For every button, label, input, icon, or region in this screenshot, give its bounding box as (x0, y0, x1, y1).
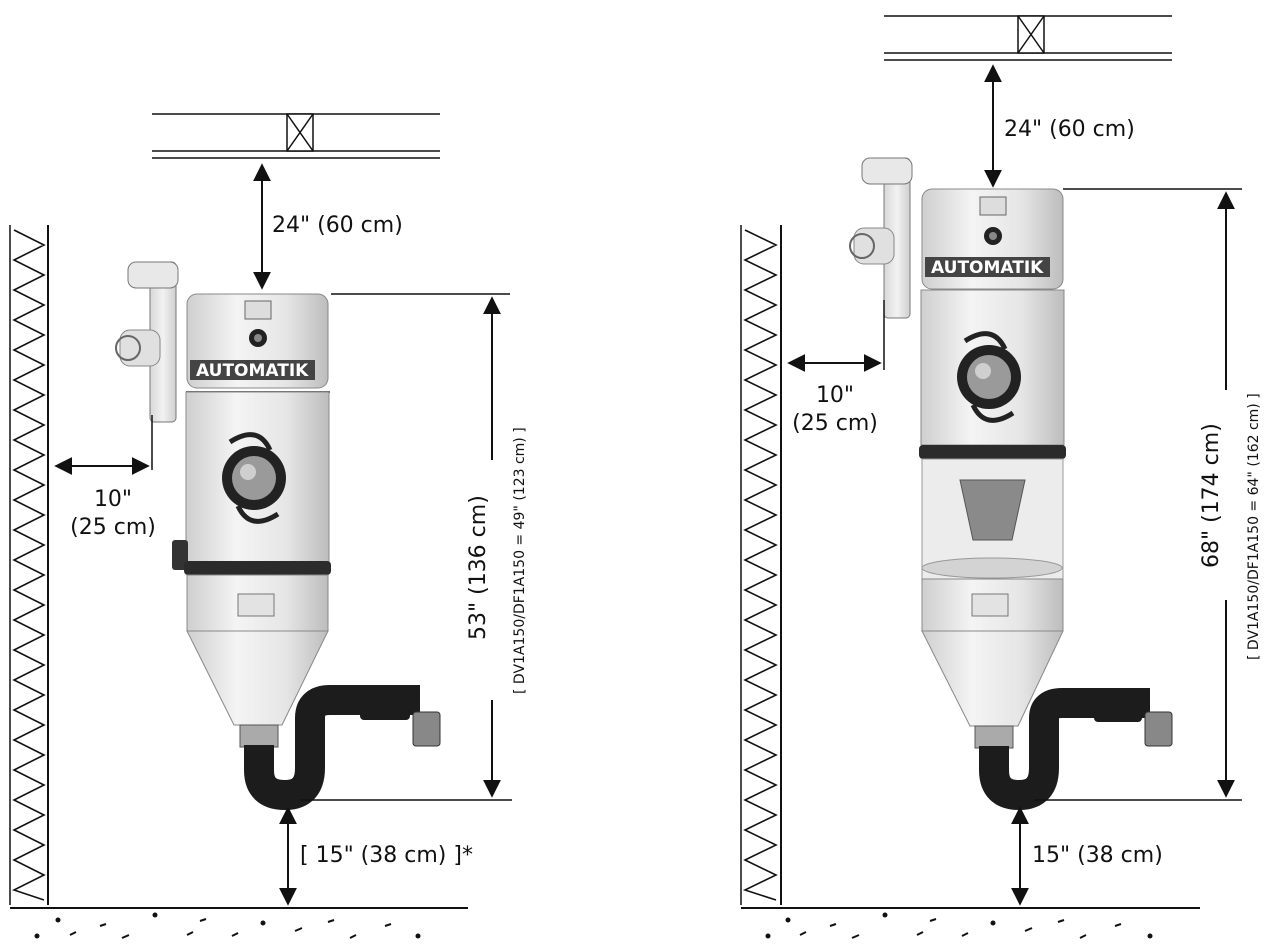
left-floor-clearance-label: [ 15" (38 cm) ]* (300, 843, 473, 868)
left-height-label: 53" (136 cm) (466, 495, 491, 640)
right-floor-clearance-label: 15" (38 cm) (1032, 843, 1163, 868)
right-wall-clearance-cm: (25 cm) (792, 410, 878, 436)
right-height-label: 68" (174 cm) (1199, 423, 1224, 568)
right-brand-logo: AUTOMATIK (931, 258, 1044, 278)
left-wall-clearance-cm: (25 cm) (70, 514, 156, 540)
left-brand-logo: AUTOMATIK (196, 361, 309, 381)
left-ceiling-clearance-label: 24" (60 cm) (272, 213, 403, 238)
right-wall (740, 225, 782, 905)
right-height-alt-label: [ DV1A150/DF1A150 = 64" (162 cm) ] (1246, 393, 1262, 660)
right-wall-clearance-inches: 10" (815, 383, 855, 408)
right-ceiling-joist (884, 15, 1172, 61)
left-vacuum-unit: AUTOMATIK (115, 261, 441, 810)
right-vacuum-unit: AUTOMATIK (849, 157, 1173, 810)
left-scene: AUTOMATIK (9, 113, 512, 939)
left-height-alt-label: [ DV1A150/DF1A150 = 49" (123 cm) ] (512, 427, 528, 694)
right-floor (741, 907, 1200, 939)
left-wall-clearance-inches: 10" (93, 487, 133, 512)
right-wall-clearance-label: 10" (25 cm) (780, 382, 890, 437)
left-wall (9, 225, 49, 905)
right-ceiling-clearance-label: 24" (60 cm) (1004, 117, 1135, 142)
left-floor (10, 907, 468, 939)
left-ceiling-joist (152, 113, 440, 159)
right-scene: AUTOMATIK (740, 15, 1242, 939)
left-wall-clearance-label: 10" (25 cm) (58, 486, 168, 541)
